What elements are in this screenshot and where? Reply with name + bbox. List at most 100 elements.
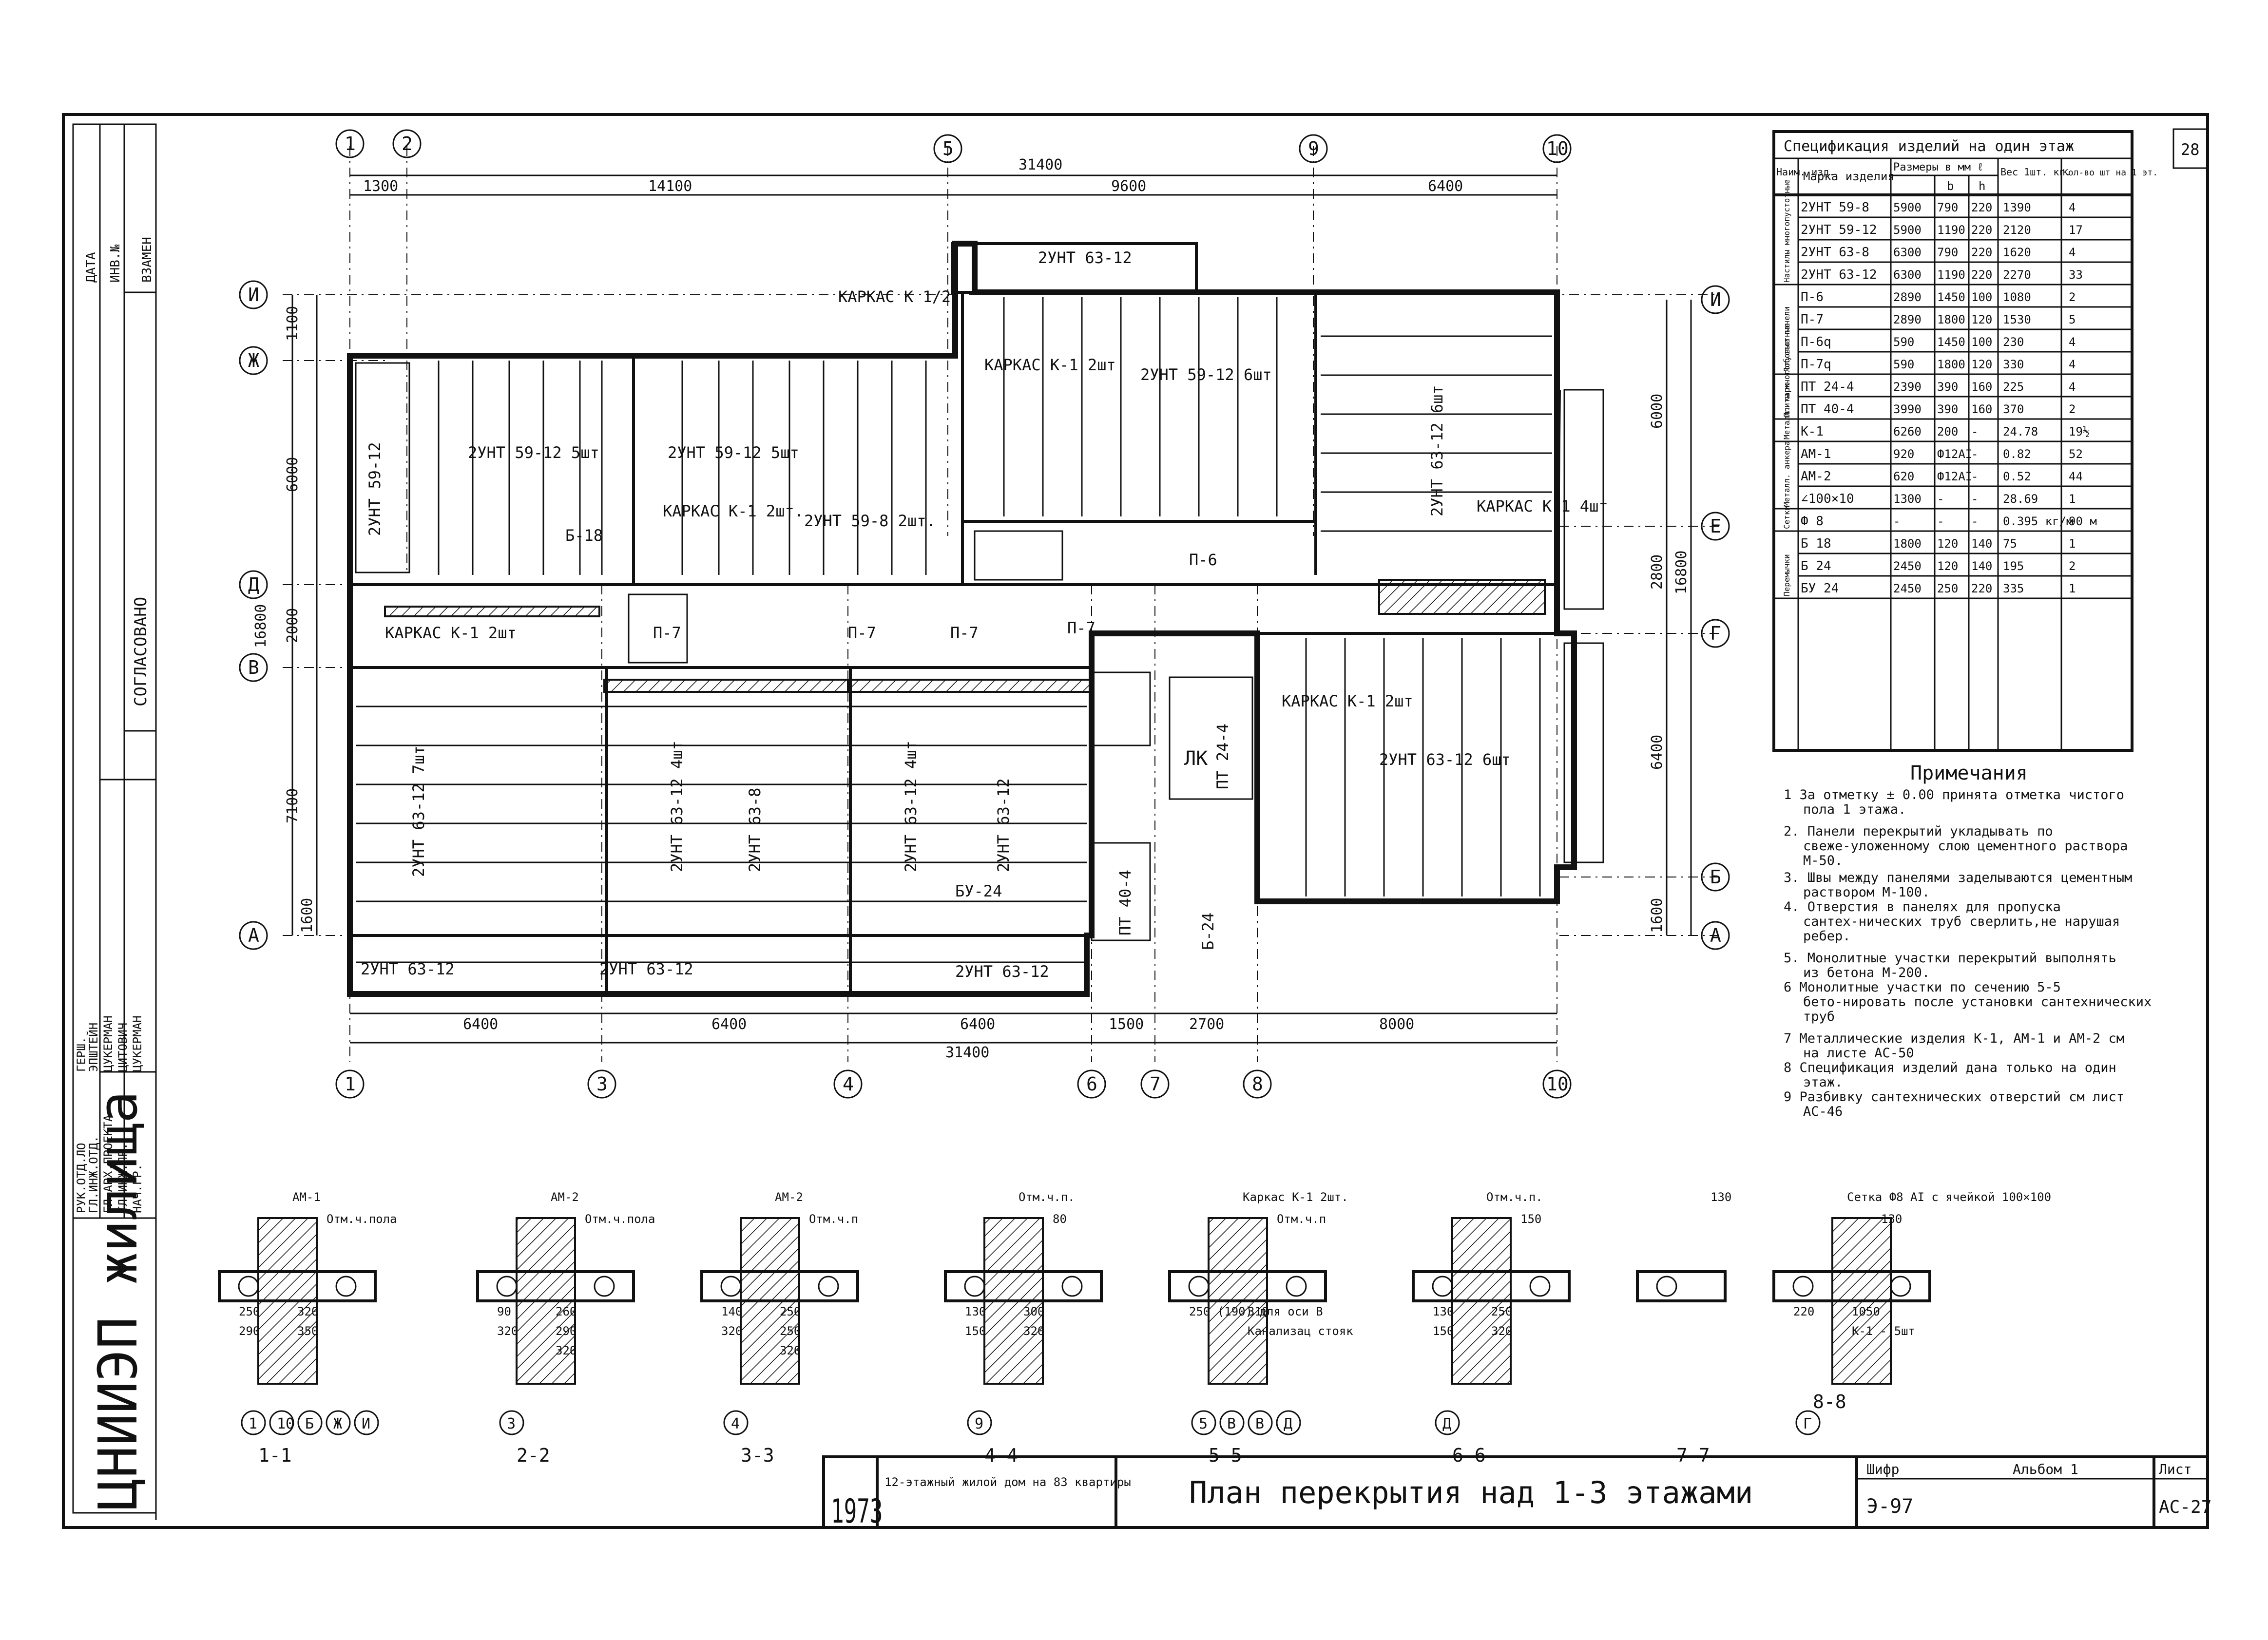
section-label: 220 — [1793, 1305, 1814, 1318]
title-year: 1973 — [831, 1492, 883, 1530]
spec-group-name: Сетки — [1782, 506, 1791, 529]
plan-label-32: 2УНТ 63-12 6шт — [1379, 750, 1511, 769]
sheet-number-box — [2172, 128, 2209, 169]
spec-group-name: Перемычки — [1782, 554, 1791, 596]
axis-bottom-6: 6 — [1086, 1073, 1097, 1095]
spec-cell: - — [1971, 515, 1978, 528]
dim-bottom-2: 6400 — [711, 1016, 747, 1033]
axis-right-B: Б — [1710, 866, 1721, 888]
plan-label-18: П-6 — [1189, 551, 1217, 569]
stamp-name-1: ГЕРШ. — [75, 1037, 88, 1072]
section-axis: Г — [1803, 1415, 1812, 1432]
section-label: 290 — [556, 1324, 577, 1338]
floor-plan: 1 2 5 9 10 1 3 4 6 7 8 10 И Ж — [239, 129, 1730, 1099]
dim-bottom-4: 1500 — [1109, 1016, 1144, 1033]
dim-bottom-3: 6400 — [960, 1016, 995, 1033]
spec-cell: 120 — [1937, 537, 1958, 551]
spec-cell: 17 — [2069, 223, 2083, 237]
section-label: 320 — [497, 1324, 518, 1338]
spec-cell: - — [1971, 447, 1978, 461]
section-axis: 5 — [1199, 1415, 1208, 1432]
dim-bottom-1: 6400 — [463, 1016, 498, 1033]
plan-label-1: 2УНТ 59-12 5шт — [468, 443, 599, 462]
note-item: 5. Монолитные участки перекрытий выполня… — [1784, 951, 2116, 980]
section-axis: И — [362, 1415, 370, 1432]
notes-title: Примечания — [1910, 762, 2028, 784]
axis-bottom-3: 3 — [596, 1073, 608, 1095]
plan-label-11: 2УНТ 63-12 7шт — [409, 745, 428, 877]
notes: Примечания 1 За отметку ± 0.00 принята о… — [1784, 762, 2152, 1119]
spec-cell: 2120 — [2003, 223, 2031, 237]
spec-cell: П-7 — [1801, 312, 1824, 327]
spec-cell: 220 — [1971, 268, 1992, 282]
spec-cell: 1300 — [1893, 492, 1922, 506]
section-label: Отм.ч.п — [1277, 1212, 1326, 1226]
spec-cell: 28.69 — [2003, 492, 2038, 506]
dim-right-4: 1600 — [1649, 898, 1666, 933]
axis-right-A: А — [1710, 925, 1721, 946]
spec-title: Спецификация изделий на один этаж — [1784, 138, 2074, 155]
spec-cell: 4 — [2069, 358, 2076, 371]
spec-cell: 2390 — [1893, 380, 1922, 394]
spec-cell: 920 — [1893, 447, 1914, 461]
dim-top-1: 1300 — [363, 178, 398, 195]
spec-cell: 5900 — [1893, 201, 1922, 214]
spec-cell: - — [1893, 515, 1900, 528]
section-label: 150 — [1520, 1212, 1541, 1226]
plan-label-15: 2УНТ 63-12 — [994, 778, 1013, 872]
section-label: 130 — [1711, 1190, 1731, 1204]
spec-cell: БУ 24 — [1801, 581, 1839, 596]
spec-cell: 2890 — [1893, 290, 1922, 304]
section-label: 250 — [1491, 1305, 1512, 1318]
spec-head-5: Вес 1шт. кг. — [2000, 166, 2071, 178]
spec-cell: 1530 — [2003, 313, 2031, 326]
plan-labels: 2УНТ 59-12 5шт 2УНТ 59-12 5шт 2УНТ 59-8 … — [361, 248, 1608, 981]
section-name: 3-3 — [741, 1445, 774, 1466]
spec-head-0: Наим. изд. — [1776, 166, 1835, 178]
spec-cell: 5900 — [1893, 223, 1922, 237]
section-axis: 3 — [507, 1415, 516, 1432]
plan-label-28: 2УНТ 63-12 — [599, 960, 693, 978]
title-project-line: 12-этажный жилой дом на 83 квартиры — [884, 1475, 1131, 1489]
dim-right-3: 6400 — [1649, 735, 1666, 770]
title-cipher: Э-97 — [1866, 1495, 1913, 1518]
section-axis: Ж — [333, 1415, 342, 1432]
plan-label-3: 2УНТ 59-8 2шт. — [804, 512, 936, 530]
spec-head-1: Марка изделия — [1803, 170, 1895, 183]
spec-cell: 120 — [1971, 358, 1992, 371]
spec-cell: 200 — [1937, 425, 1958, 439]
dim-right-1: 6000 — [1649, 394, 1666, 429]
axis-left-D: Д — [248, 574, 259, 595]
spec-cell: - — [1937, 515, 1944, 528]
spec-cell: 330 — [2003, 358, 2024, 371]
spec-cell: 2 — [2069, 402, 2076, 416]
spec-cell: 75 — [2003, 537, 2017, 551]
spec-cell: 1450 — [1937, 335, 1965, 349]
spec-cell: 120 — [1937, 559, 1958, 573]
section-label: 130 — [965, 1305, 986, 1318]
section-label: 90 — [497, 1305, 511, 1318]
spec-cell: 4 — [2069, 201, 2076, 214]
spec-cell: 590 — [1893, 358, 1914, 371]
spec-cell: 220 — [1971, 223, 1992, 237]
spec-group-name: Настилы многопустотные — [1782, 179, 1791, 283]
spec-cell: 230 — [2003, 335, 2024, 349]
section-label: 300 — [1023, 1305, 1044, 1318]
dim-top-3: 9600 — [1111, 178, 1146, 195]
spec-cell: П-6q — [1801, 335, 1831, 349]
note-item: 9 Разбивку сантехнических отверстий см л… — [1784, 1089, 2124, 1119]
stamp-role-2: ГЛ.ИНЖ.ОТД. — [87, 1136, 100, 1213]
section-label: 130 — [1881, 1212, 1902, 1226]
dim-left-1: 1100 — [284, 306, 301, 341]
stamp-name-3: ЦУКЕРМАН — [101, 1015, 115, 1072]
stamp-org: ЦНИИЭП жилища — [87, 1091, 149, 1510]
axis-left-Zh: Ж — [248, 350, 259, 371]
section-axis: Д — [1442, 1415, 1451, 1432]
axis-right-E: Е — [1710, 515, 1721, 537]
spec-cell: 1080 — [2003, 290, 2031, 304]
dim-right-total: 16800 — [1673, 551, 1690, 594]
spec-cell: Ф12АI — [1937, 470, 1972, 483]
section-label: 250 — [239, 1305, 260, 1318]
